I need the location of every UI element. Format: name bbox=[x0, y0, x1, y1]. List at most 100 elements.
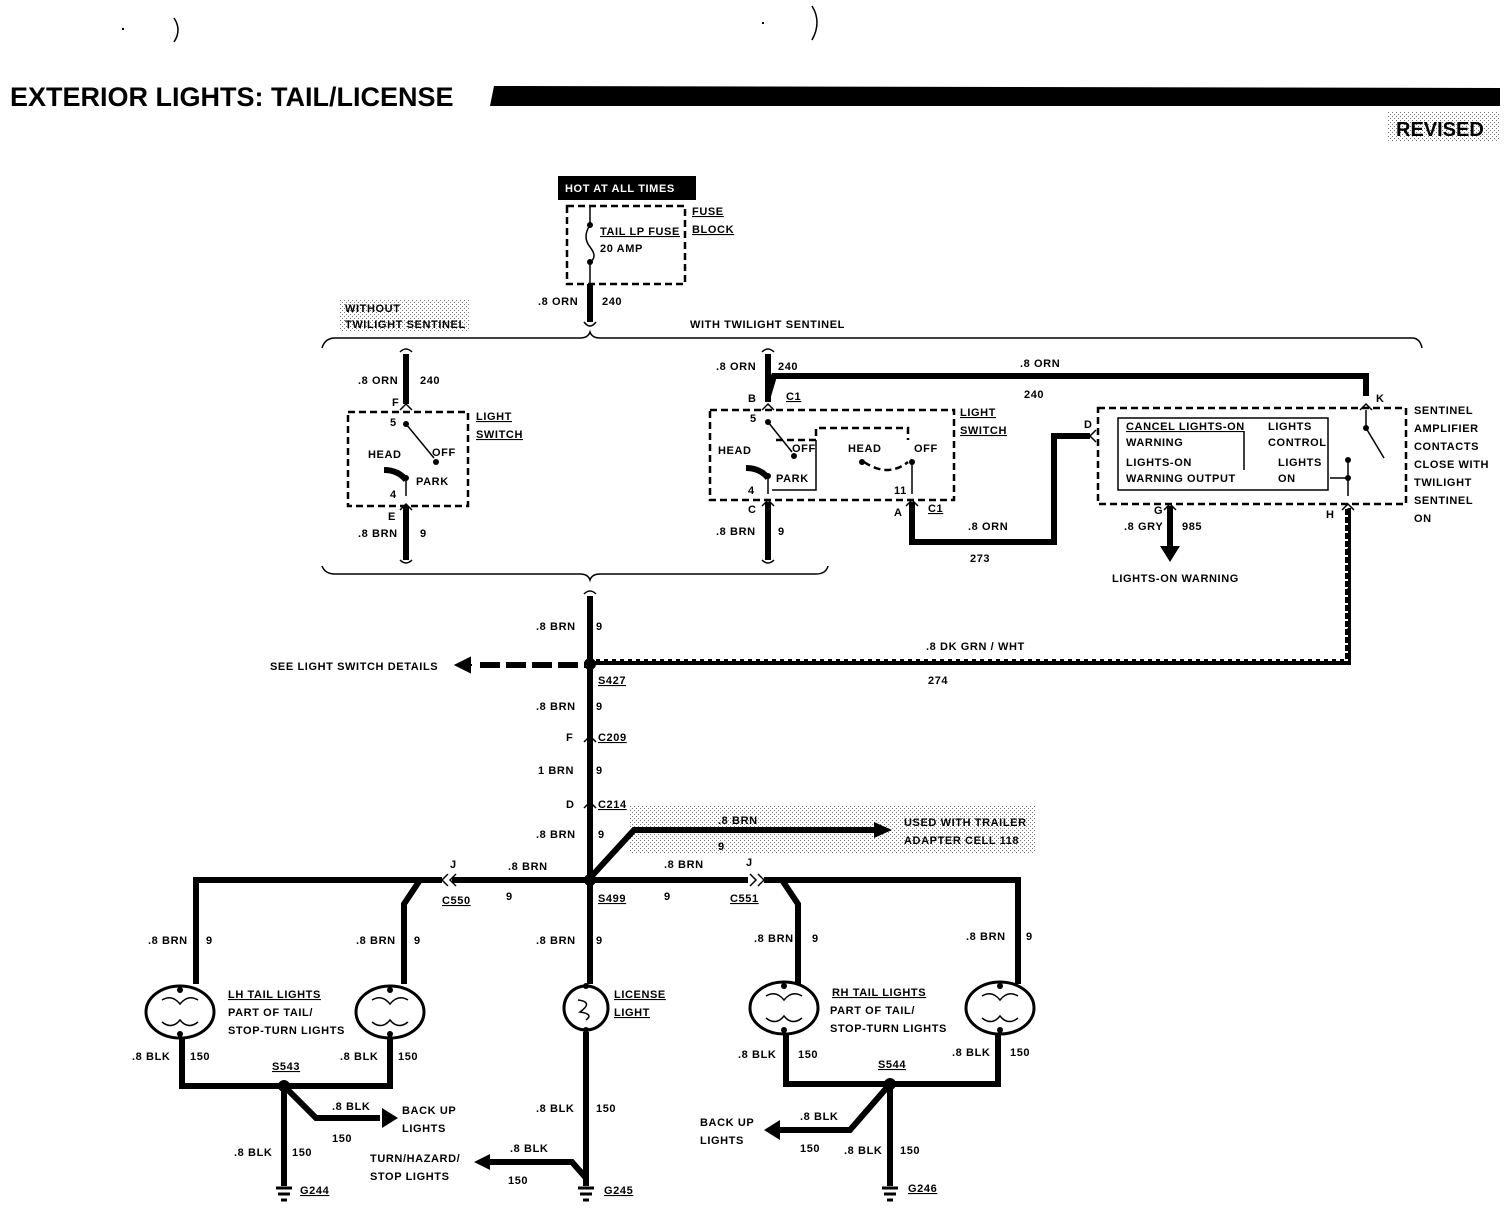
circuit-number: 9 bbox=[598, 829, 605, 841]
ground-icon bbox=[276, 1186, 292, 1202]
circuit-number: 150 bbox=[508, 1175, 528, 1187]
sentinel-amplifier-outline bbox=[1096, 406, 1408, 506]
wire-label: .8 BLK bbox=[132, 1051, 170, 1063]
rh-tail-lamp-outer bbox=[964, 980, 1036, 1036]
see-light-switch-details: SEE LIGHT SWITCH DETAILS bbox=[270, 661, 438, 673]
connector-id: C551 bbox=[730, 893, 759, 905]
license-lamp bbox=[562, 983, 610, 1033]
rh-tail-lamp-inner bbox=[748, 980, 820, 1036]
connector-id: C209 bbox=[598, 732, 627, 744]
wire-label: .8 BRN bbox=[536, 829, 576, 841]
amp-note-line: TWILIGHT bbox=[1414, 477, 1472, 489]
wire-label: .8 BRN bbox=[664, 859, 704, 871]
switch-position: OFF bbox=[792, 443, 816, 455]
wire-150-lh-backup bbox=[281, 1083, 380, 1121]
switch-head-contact bbox=[383, 467, 409, 482]
ground-label: G245 bbox=[604, 1185, 633, 1197]
switch-blade-dashed bbox=[863, 460, 909, 472]
wire-240-to-sentinel bbox=[765, 373, 1369, 397]
wire-label: .8 BLK bbox=[800, 1111, 838, 1123]
trailer-note: ADAPTER CELL 118 bbox=[904, 835, 1019, 847]
wire-label: .8 BRN bbox=[356, 935, 396, 947]
wire-label: .8 ORN bbox=[716, 361, 756, 373]
light-switch-label: LIGHT bbox=[476, 411, 512, 423]
wire-label: .8 ORN bbox=[538, 296, 578, 308]
connector-symbol bbox=[448, 873, 457, 887]
wire-9-lh-outer bbox=[193, 877, 442, 984]
wire-150-turn bbox=[488, 1159, 589, 1180]
fuse-rating: 20 AMP bbox=[600, 243, 643, 255]
connector-symbol bbox=[583, 800, 597, 809]
wire-label: .8 GRY bbox=[1124, 521, 1163, 533]
circuit-number: 985 bbox=[1182, 521, 1202, 533]
connector-symbol bbox=[1341, 502, 1355, 511]
circuit-number: 150 bbox=[596, 1103, 616, 1115]
circuit-number: 9 bbox=[420, 528, 427, 540]
connector-pin: A bbox=[894, 507, 903, 519]
wire-label: .8 BRN bbox=[536, 701, 576, 713]
license-light-label: LICENSE bbox=[614, 989, 666, 1001]
without-sentinel-title: TWILIGHT SENTINEL bbox=[345, 319, 466, 331]
lh-tail-label: STOP-TURN LIGHTS bbox=[228, 1025, 345, 1037]
connector-pin: B bbox=[748, 393, 757, 405]
connector-id: C1 bbox=[786, 391, 801, 403]
wire-break bbox=[583, 321, 597, 327]
circuit-number: 150 bbox=[900, 1145, 920, 1157]
connector-id: C550 bbox=[442, 895, 471, 907]
wire-150-rh-backup bbox=[780, 1082, 893, 1133]
light-switch-label: SWITCH bbox=[960, 425, 1007, 437]
backup-lights-label: BACK UP bbox=[402, 1105, 456, 1117]
wire-break bbox=[583, 590, 597, 595]
fuse-name: TAIL LP FUSE bbox=[600, 226, 680, 238]
connector-pin: G bbox=[1154, 505, 1163, 517]
lights-on-warning-dest: LIGHTS-ON WARNING bbox=[1112, 573, 1239, 585]
light-switch-outline bbox=[346, 410, 470, 508]
switch-terminal bbox=[765, 473, 771, 479]
backup-lights-label: LIGHTS bbox=[402, 1123, 446, 1135]
circuit-number: 9 bbox=[778, 526, 785, 538]
wire-label: .8 BLK bbox=[738, 1049, 776, 1061]
lh-tail-lamp-inner bbox=[354, 984, 426, 1040]
connector-pin: C bbox=[748, 504, 757, 516]
arrow-left-icon bbox=[764, 1120, 780, 1140]
connector-symbol bbox=[399, 502, 413, 511]
wire-label: .8 BRN bbox=[966, 931, 1006, 943]
amp-note-line: SENTINEL bbox=[1414, 495, 1473, 507]
scan-speck bbox=[762, 22, 764, 24]
rh-tail-label: RH TAIL LIGHTS bbox=[832, 987, 926, 999]
amp-lights-on-label: WARNING OUTPUT bbox=[1126, 473, 1236, 485]
rh-tail-label: PART OF TAIL/ bbox=[830, 1005, 915, 1017]
fuse-block-label: BLOCK bbox=[692, 224, 734, 236]
switch-position: HEAD bbox=[368, 449, 402, 461]
circuit-number: 9 bbox=[718, 841, 725, 853]
switch-contact: 5 bbox=[390, 417, 397, 429]
switch-blade bbox=[405, 423, 435, 459]
scan-speck bbox=[122, 28, 124, 30]
circuit-number: 150 bbox=[800, 1143, 820, 1155]
ground-label: G246 bbox=[908, 1183, 937, 1195]
connector-pin: J bbox=[450, 859, 457, 871]
amp-note: SENTINEL AMPLIFIER CONTACTS CLOSE WITH T… bbox=[1414, 405, 1488, 525]
wire-label: .8 DK GRN / WHT bbox=[926, 641, 1025, 653]
option-bracket-top bbox=[321, 329, 1423, 349]
circuit-number: 9 bbox=[596, 765, 603, 777]
circuit-number: 9 bbox=[664, 891, 671, 903]
connector-symbol bbox=[905, 498, 919, 507]
switch-contact: 4 bbox=[390, 489, 397, 501]
circuit-number: 9 bbox=[206, 935, 213, 947]
wire-274 bbox=[590, 508, 1351, 665]
switch-position: OFF bbox=[432, 447, 456, 459]
switch-contact-off bbox=[433, 459, 439, 465]
wire-break bbox=[399, 348, 413, 353]
connector-symbol bbox=[440, 873, 449, 887]
circuit-number: 9 bbox=[596, 621, 603, 633]
arrow-right-icon bbox=[382, 1108, 398, 1128]
switch-terminal bbox=[403, 475, 409, 481]
without-sentinel-label-bg bbox=[340, 300, 470, 332]
connector-symbol bbox=[583, 734, 597, 743]
wire-label: .8 ORN bbox=[968, 521, 1008, 533]
scan-mark bbox=[811, 5, 818, 41]
wire-label: .8 BLK bbox=[952, 1047, 990, 1059]
turn-lights-label: TURN/HAZARD/ bbox=[370, 1153, 460, 1165]
